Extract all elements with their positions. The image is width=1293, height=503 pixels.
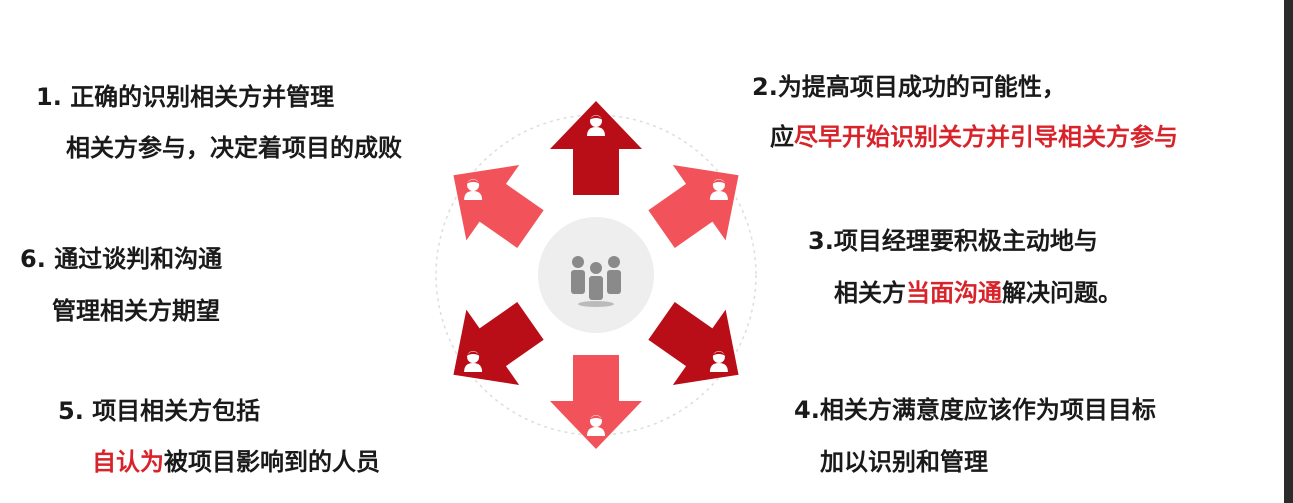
arrow-upper-left	[453, 165, 544, 248]
item-5-line2: 自认为被项目影响到的人员	[92, 448, 380, 476]
window-edge-bar	[1284, 0, 1293, 503]
item-2-line1: 2.为提高项目成功的可能性，	[752, 73, 1066, 101]
person-avatar-icon	[709, 351, 728, 372]
dashed-orbit	[435, 114, 757, 436]
item-4-line1: 4.相关方满意度应该作为项目目标	[794, 396, 1156, 424]
person-avatar-icon	[464, 179, 483, 200]
arrow-lower-left	[453, 302, 544, 385]
arrow-lower-right	[648, 302, 739, 385]
person-avatar-icon	[587, 415, 605, 436]
item-4-line2: 加以识别和管理	[820, 448, 988, 476]
arrow-upper-right	[648, 165, 739, 248]
item-2-line2: 应尽早开始识别关方并引导相关方参与	[770, 123, 1178, 151]
item-6-line1: 6. 通过谈判和沟通	[20, 245, 223, 273]
item-3-line1: 3.项目经理要积极主动地与	[808, 227, 1098, 255]
person-avatar-icon	[587, 115, 605, 136]
arrow-top	[550, 101, 642, 195]
item-6-line2: 管理相关方期望	[52, 297, 220, 325]
people-group-icon	[571, 256, 621, 307]
person-avatar-icon	[709, 179, 728, 200]
item-5-line1: 5. 项目相关方包括	[58, 397, 261, 425]
item-1-line2: 相关方参与，决定着项目的成败	[66, 134, 402, 162]
person-avatar-icon	[464, 351, 483, 372]
arrow-bottom	[550, 355, 642, 449]
item-3-line2: 相关方当面沟通解决问题。	[834, 279, 1122, 307]
center-circle	[538, 217, 654, 333]
item-1-line1: 1. 正确的识别相关方并管理	[36, 83, 335, 111]
